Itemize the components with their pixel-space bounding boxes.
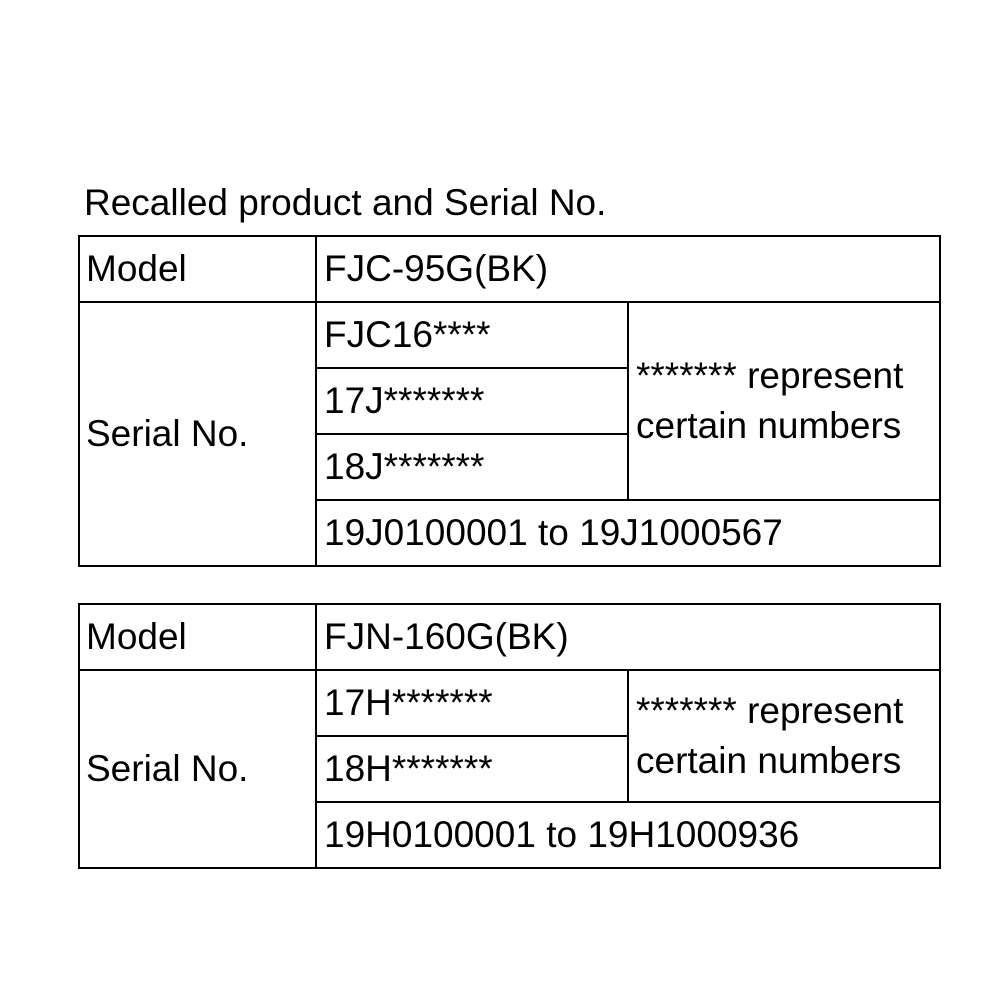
serial-note-line-2: certain numbers: [636, 405, 902, 446]
model-label: Model: [78, 603, 317, 671]
serial-pattern: 18J*******: [315, 433, 629, 501]
serial-pattern: 17J*******: [315, 367, 629, 435]
serial-pattern: 17H*******: [315, 669, 629, 737]
model-value: FJN-160G(BK): [315, 603, 941, 671]
serial-range: 19J0100001 to 19J1000567: [315, 499, 941, 567]
model-value: FJC-95G(BK): [315, 235, 941, 303]
page-title: Recalled product and Serial No.: [84, 182, 607, 223]
serial-row: Serial No. 17H******* ******* represent c…: [78, 669, 941, 869]
serial-range-row: 19H0100001 to 19H1000936: [79, 801, 941, 869]
recall-table-fjc-95g: Model FJC-95G(BK) Serial No. FJC16**** *…: [78, 235, 941, 567]
recall-table-fjn-160g: Model FJN-160G(BK) Serial No. 17H*******…: [78, 603, 941, 869]
serial-note-line-1: ******* represent: [636, 355, 904, 396]
serial-note: ******* represent certain numbers: [627, 669, 941, 803]
model-row: Model FJC-95G(BK): [78, 235, 941, 303]
serial-range-row: 19J0100001 to 19J1000567: [79, 499, 941, 567]
model-label: Model: [78, 235, 317, 303]
serial-pattern: FJC16****: [315, 301, 629, 369]
serial-label: Serial No.: [78, 669, 317, 869]
serial-row: 17J*******: [79, 367, 940, 435]
serial-row: 18H*******: [79, 735, 940, 803]
serial-pattern: 18H*******: [315, 735, 629, 803]
serial-note-line-2: certain numbers: [636, 740, 902, 781]
model-row: Model FJN-160G(BK): [78, 603, 941, 671]
serial-note-line-1: ******* represent: [636, 690, 904, 731]
serial-label: Serial No.: [78, 301, 317, 567]
serial-row: 18J*******: [79, 433, 940, 501]
serial-row: Serial No. FJC16**** ******* represent ce…: [78, 301, 941, 567]
serial-note: ******* represent certain numbers: [627, 301, 941, 501]
serial-range: 19H0100001 to 19H1000936: [315, 801, 941, 869]
